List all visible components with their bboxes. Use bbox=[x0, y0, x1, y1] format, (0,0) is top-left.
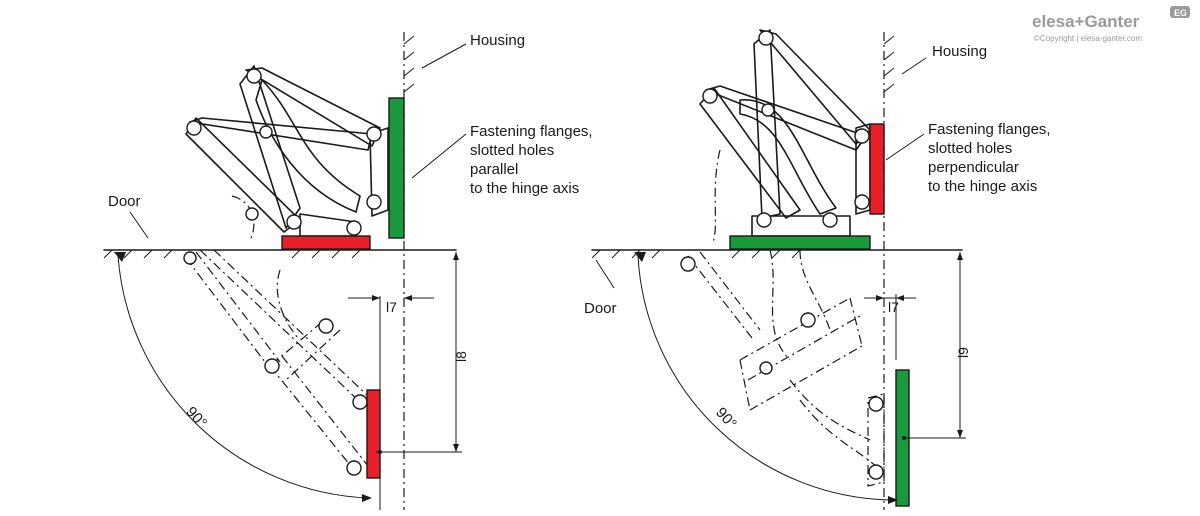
right-flange-label: Fastening flanges, slotted holes perpend… bbox=[885, 121, 1051, 195]
left-flange-label-line2: slotted holes bbox=[470, 142, 554, 159]
left-housing-label: Housing bbox=[470, 32, 525, 49]
right-flange-label-line1: Fastening flanges, bbox=[928, 121, 1051, 138]
right-figure bbox=[591, 29, 966, 510]
left-door-line bbox=[103, 211, 457, 259]
left-open-flange-red bbox=[366, 389, 381, 479]
right-open-position bbox=[680, 149, 885, 487]
left-flange-label: Fastening flanges, slotted holes paralle… bbox=[411, 123, 593, 197]
left-door-flange-red bbox=[281, 235, 371, 250]
right-door-flange-green bbox=[729, 235, 871, 250]
badge-text: EG bbox=[1174, 8, 1187, 18]
logo-text: elesa+Ganter bbox=[1032, 12, 1140, 31]
right-door-line bbox=[591, 249, 963, 289]
right-dim-l9 bbox=[902, 252, 966, 440]
right-flange-label-line2: slotted holes bbox=[928, 140, 1012, 157]
copyright-text: ©Copyright | elesa-ganter.com bbox=[1034, 34, 1142, 43]
left-door-label: Door bbox=[108, 193, 141, 210]
left-angle-arc bbox=[114, 252, 372, 502]
left-housing-bracket bbox=[369, 127, 389, 217]
right-housing-label: Housing bbox=[932, 43, 987, 60]
left-hinge-links bbox=[185, 65, 389, 237]
left-figure bbox=[103, 32, 467, 510]
left-dim-l7 bbox=[348, 295, 434, 510]
left-flange-label-line1: Fastening flanges, bbox=[470, 123, 593, 140]
right-housing-flange-red bbox=[869, 123, 885, 215]
left-open-position bbox=[183, 195, 369, 476]
right-dim-l9-label: l9 bbox=[955, 347, 971, 358]
right-angle-arc bbox=[634, 252, 898, 504]
left-dim-l8-label: l8 bbox=[453, 351, 469, 362]
right-dim-l7 bbox=[864, 294, 916, 360]
right-housing-wall bbox=[883, 32, 927, 510]
left-dim-l8 bbox=[376, 252, 462, 454]
right-flange-label-line3: perpendicular bbox=[928, 159, 1019, 176]
right-door-label: Door bbox=[584, 300, 617, 317]
left-dim-l7-label: l7 bbox=[386, 299, 397, 315]
brand-logo: elesa+Ganter ©Copyright | elesa-ganter.c… bbox=[1032, 6, 1190, 43]
right-hinge-links bbox=[699, 29, 871, 237]
left-flange-label-line4: to the hinge axis bbox=[470, 180, 579, 197]
left-flange-label-line3: parallel bbox=[470, 161, 518, 178]
badge-icon bbox=[1170, 6, 1190, 18]
right-flange-label-line4: to the hinge axis bbox=[928, 178, 1037, 195]
left-housing-wall bbox=[403, 32, 467, 510]
left-housing-flange-green bbox=[388, 97, 405, 239]
left-angle-label: 90° bbox=[182, 403, 210, 431]
right-dim-l7-label: l7 bbox=[888, 299, 899, 315]
